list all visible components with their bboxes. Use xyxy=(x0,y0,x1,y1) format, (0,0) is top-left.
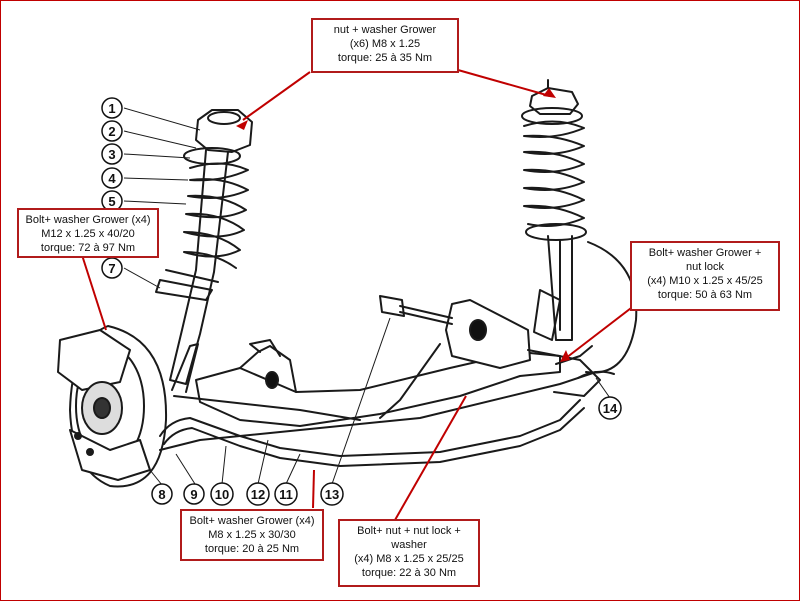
part-number-label: 11 xyxy=(279,487,293,502)
part-pointer-lines xyxy=(123,107,611,486)
part-number-label: 1 xyxy=(108,101,115,116)
callout-line: (x4) M10 x 1.25 x 45/25 xyxy=(647,275,763,287)
callout-leaders xyxy=(81,69,653,521)
part-number-label: 14 xyxy=(603,401,618,416)
arrowhead-icon xyxy=(236,120,248,130)
leader-bottom-right-bolt xyxy=(394,395,467,521)
part-number-label: 7 xyxy=(108,261,115,276)
part-number-12: 12 xyxy=(246,482,270,506)
arrowhead-icon xyxy=(543,88,556,98)
callout-line: torque: 20 à 25 Nm xyxy=(204,543,300,555)
part-number-3: 3 xyxy=(101,143,123,165)
part-number-label: 4 xyxy=(108,171,116,186)
leader-left-bolt xyxy=(81,254,107,331)
callout-line: torque: 25 à 35 Nm xyxy=(337,52,433,64)
part-number-label: 9 xyxy=(190,487,197,502)
part-number-8: 8 xyxy=(151,483,173,505)
part-number-label: 3 xyxy=(108,147,115,162)
part-number-label: 2 xyxy=(108,124,115,139)
part-number-2: 2 xyxy=(101,120,123,142)
callout-line: nut + washer Grower xyxy=(333,24,437,36)
part-number-11: 11 xyxy=(274,482,298,506)
part-number-7: 7 xyxy=(101,257,123,279)
part-number-14: 14 xyxy=(598,396,622,420)
part-number-1: 1 xyxy=(101,97,123,119)
left-strut-assembly xyxy=(155,109,253,385)
leader-bottom-left-bolt xyxy=(312,469,315,509)
leader-top-nut-right xyxy=(457,69,551,97)
callout-line: nut lock xyxy=(686,261,724,273)
right-strut-assembly xyxy=(521,79,638,374)
part-number-9: 9 xyxy=(183,483,205,505)
callout-line: torque: 50 à 63 Nm xyxy=(657,289,753,301)
arrowhead-icon xyxy=(560,350,570,362)
callout-line: (x4) M8 x 1.25 x 25/25 xyxy=(354,553,464,565)
crossmember xyxy=(195,299,561,427)
part-number-10: 10 xyxy=(210,482,234,506)
callout-line: M12 x 1.25 x 40/20 xyxy=(41,228,135,240)
callout-line: washer xyxy=(391,539,427,551)
callout-top-nut: nut + washer Grower (x6) M8 x 1.25 torqu… xyxy=(311,18,459,73)
callout-line: Bolt+ washer Grower (x4) xyxy=(189,515,315,527)
part-number-badges: 1 2 3 4 5 6 7 8 9 10 11 12 13 14 xyxy=(101,97,622,506)
callout-line: torque: 22 à 30 Nm xyxy=(361,567,457,579)
part-number-label: 10 xyxy=(215,487,229,502)
callout-line: M8 x 1.25 x 30/30 xyxy=(208,529,296,541)
part-number-label: 13 xyxy=(325,487,339,502)
callout-right-bolt: Bolt+ washer Grower + nut lock (x4) M10 … xyxy=(630,241,780,311)
leader-top-nut-left xyxy=(242,71,311,121)
part-number-label: 5 xyxy=(108,194,115,209)
left-hub-disc xyxy=(57,325,168,488)
callout-line: torque: 72 à 97 Nm xyxy=(40,242,136,254)
callout-left-bolt: Bolt+ washer Grower (x4) M12 x 1.25 x 40… xyxy=(17,208,159,258)
callout-line: (x6) M8 x 1.25 xyxy=(349,38,421,50)
callout-bottom-right-bolt: Bolt+ nut + nut lock + washer (x4) M8 x … xyxy=(338,519,480,587)
anti-roll-bar xyxy=(159,295,585,467)
callout-bottom-left-bolt: Bolt+ washer Grower (x4) M8 x 1.25 x 30/… xyxy=(180,509,324,561)
callout-line: Bolt+ washer Grower + xyxy=(648,247,762,259)
part-number-label: 12 xyxy=(251,487,265,502)
callout-line: Bolt+ washer Grower (x4) xyxy=(25,214,151,226)
callout-line: Bolt+ nut + nut lock + xyxy=(357,525,461,537)
part-number-label: 8 xyxy=(158,487,165,502)
part-number-4: 4 xyxy=(101,167,123,189)
part-number-13: 13 xyxy=(320,482,344,506)
